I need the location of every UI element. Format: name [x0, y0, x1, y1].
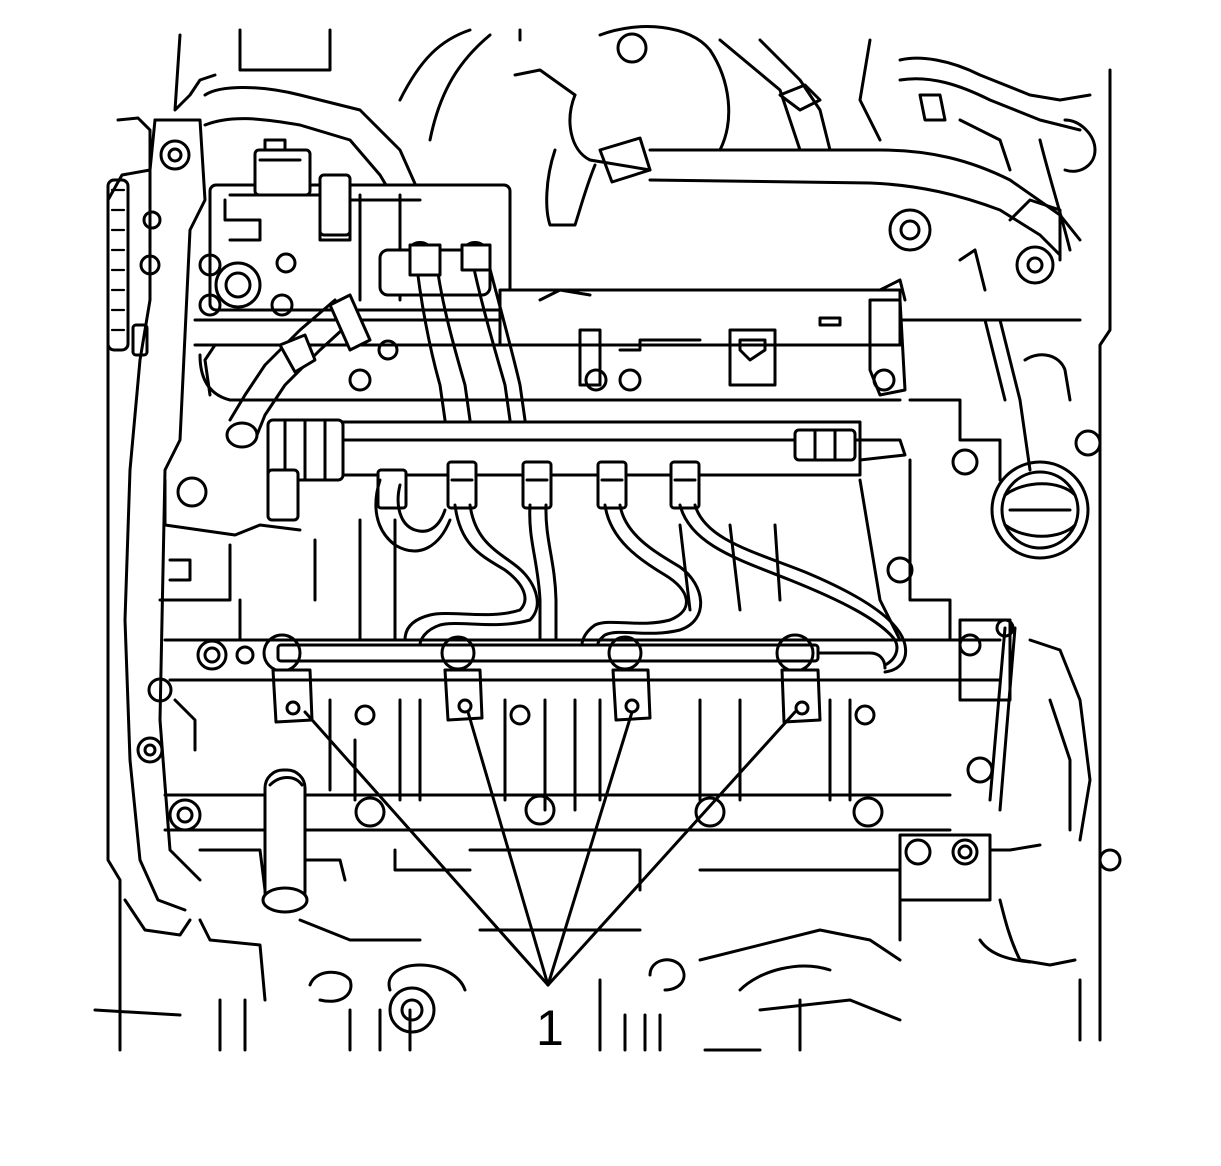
callout-leaders: [303, 710, 797, 987]
right-side-components: [888, 198, 1122, 967]
injector-3: [611, 668, 652, 722]
upper-hoses: [203, 25, 1097, 257]
leader-injector-1: [303, 710, 550, 987]
fuel-pump-assembly: [198, 138, 512, 317]
callout-label: 1: [536, 1000, 564, 1056]
intake-manifold: [193, 278, 1082, 402]
vacuum-hose: [225, 293, 372, 449]
rail-outlet-fittings: [376, 460, 701, 510]
rail-feed-lines: [408, 243, 527, 422]
leader-injector-3: [546, 710, 634, 987]
engine-outline: [93, 28, 1112, 1052]
cylinder-head: [158, 478, 1002, 812]
injector-pipes: [374, 478, 908, 674]
timing-belt-cover: [106, 116, 208, 937]
injector-4: [780, 668, 822, 724]
leader-injector-4: [546, 710, 797, 987]
fuel-injectors: [271, 668, 822, 724]
leak-off-rail: [262, 633, 887, 673]
fuel-rail: [266, 418, 907, 522]
engine-block-lower: [163, 768, 952, 1034]
leader-injector-2: [466, 710, 550, 987]
injector-2: [443, 668, 484, 722]
